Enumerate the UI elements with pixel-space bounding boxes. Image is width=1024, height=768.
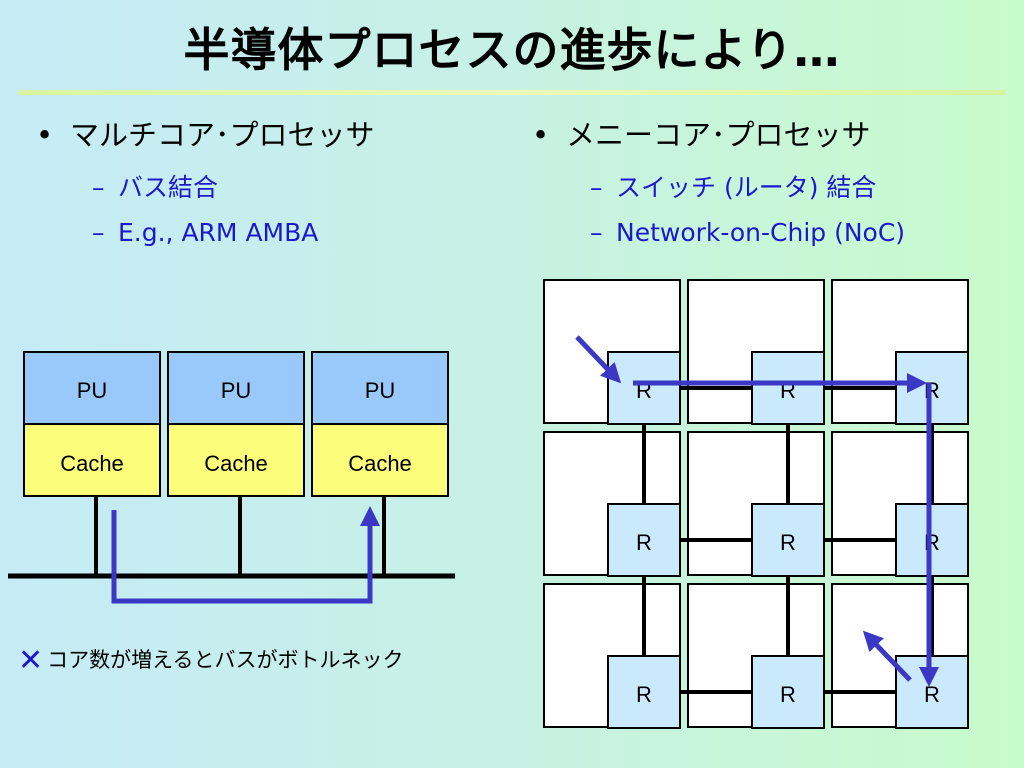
router: R (607, 655, 681, 729)
cache-label: Cache (204, 451, 268, 476)
manycore-diagram: R R R R R R R R R (543, 279, 969, 729)
router: R (751, 655, 825, 729)
pu-block (311, 351, 449, 425)
core-3: PU Cache (311, 351, 449, 497)
router: R (895, 655, 969, 729)
bullet-dot-icon: • (36, 118, 54, 152)
router: R (751, 351, 825, 425)
bullet-manycore: • メニーコア･プロセッサ (532, 112, 871, 154)
eject-arrow (862, 630, 912, 682)
sub-amba-label: E.g., ARM AMBA (118, 218, 319, 247)
router-label: R (636, 530, 652, 555)
pu-label: PU (221, 378, 252, 403)
bottleneck-note: ✕コア数が増えるとバスがボトルネック (18, 643, 404, 678)
router-label: R (780, 682, 796, 707)
sub-switch: –スイッチ (ルータ) 結合 (590, 168, 876, 204)
dash-icon: – (590, 218, 603, 247)
dash-icon: – (590, 173, 603, 202)
mesh-links (642, 386, 934, 694)
bottleneck-note-text: コア数が増えるとバスがボトルネック (47, 648, 404, 672)
dash-icon: – (92, 173, 105, 202)
title-underline (18, 90, 1006, 95)
router-label: R (924, 682, 940, 707)
cache-block (311, 423, 449, 497)
bus-transfer-arrow (111, 506, 380, 604)
router: R (751, 503, 825, 577)
sub-bus: –バス結合 (92, 168, 218, 204)
core-1: PU Cache (23, 351, 161, 497)
dash-icon: – (92, 218, 105, 247)
slide-title: 半導体プロセスの進歩により… (183, 23, 841, 77)
cache-block (167, 423, 305, 497)
router-label: R (780, 530, 796, 555)
router-label: R (636, 682, 652, 707)
cache-label: Cache (348, 451, 412, 476)
sub-amba: –E.g., ARM AMBA (92, 218, 318, 247)
sub-noc-label: Network-on-Chip (NoC) (616, 218, 906, 247)
bullet-dot-icon: • (532, 118, 550, 152)
cross-icon: ✕ (18, 643, 44, 678)
router: R (607, 351, 681, 425)
cache-block (23, 423, 161, 497)
routers: R R R R R R R R R (607, 351, 969, 729)
pu-label: PU (77, 378, 108, 403)
sub-noc: –Network-on-Chip (NoC) (590, 218, 905, 247)
pu-block (23, 351, 161, 425)
inject-arrow (575, 335, 622, 384)
router-label: R (924, 530, 940, 555)
multicore-diagram: PU Cache PU Cache PU Cache (8, 351, 455, 604)
core-2: PU Cache (167, 351, 305, 497)
router: R (895, 351, 969, 425)
pu-label: PU (365, 378, 396, 403)
sub-switch-label: スイッチ (ルータ) 結合 (616, 173, 877, 202)
manycore-heading: メニーコア･プロセッサ (566, 118, 871, 152)
sub-bus-label: バス結合 (118, 173, 219, 202)
bullet-multicore: • マルチコア･プロセッサ (36, 112, 375, 154)
multicore-heading: マルチコア･プロセッサ (70, 118, 375, 152)
cache-label: Cache (60, 451, 124, 476)
router: R (607, 503, 681, 577)
pu-block (167, 351, 305, 425)
router-label: R (924, 378, 940, 403)
router: R (895, 503, 969, 577)
